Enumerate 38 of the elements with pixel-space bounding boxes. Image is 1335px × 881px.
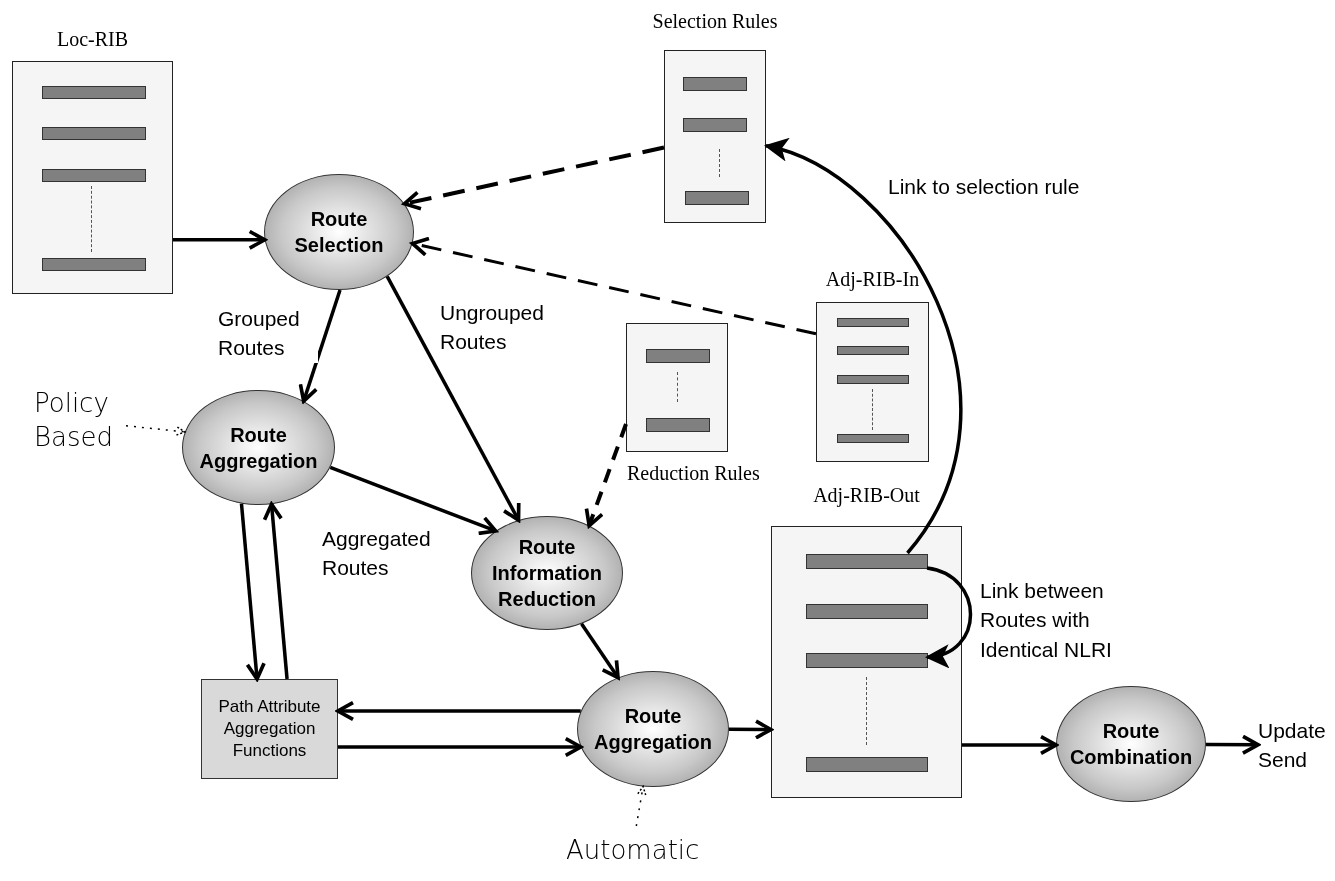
arrow [329, 465, 498, 536]
arrow [338, 736, 583, 758]
table-row-bar [806, 604, 928, 619]
arrow [764, 140, 962, 554]
dashed-arrow [635, 785, 647, 827]
table-title: Reduction Rules [627, 463, 760, 483]
process-label: Route Combination [1068, 719, 1194, 770]
table-row-bar [806, 653, 928, 668]
table-title: Adj-RIB-In [825, 269, 920, 289]
arrow [173, 229, 267, 250]
process-label: Route Information Reduction [491, 535, 603, 612]
dashed-arrow [402, 145, 665, 211]
table-title: Selection Rules [652, 11, 778, 31]
dashed-arrow [125, 425, 186, 436]
arrow [580, 622, 620, 680]
arrow [239, 503, 266, 681]
table-row-bar [806, 757, 928, 772]
process-label: Route Aggregation [593, 704, 713, 755]
process-label: Route Selection [293, 207, 385, 258]
box-label: Path Attribute Aggregation Functions [217, 695, 322, 763]
annotation-text: Policy Based [34, 387, 114, 454]
annotation-text: Update Send [1258, 717, 1327, 773]
table-title: Loc-RIB [56, 29, 129, 49]
arrow [925, 566, 973, 666]
arrow [962, 734, 1058, 756]
arrow [336, 700, 581, 722]
function-box [201, 679, 338, 779]
arrow [298, 289, 342, 403]
arrow [385, 275, 521, 522]
arrow [1206, 734, 1260, 755]
arrow [729, 719, 773, 740]
table-row-bar [806, 554, 928, 569]
arrow [262, 502, 289, 680]
dashed-arrow [584, 423, 628, 528]
table-title: Adj-RIB-Out [813, 485, 920, 505]
annotation-text: Automatic [566, 834, 700, 868]
dashed-arrow [410, 236, 817, 336]
process-label: Route Aggregation [198, 422, 319, 474]
